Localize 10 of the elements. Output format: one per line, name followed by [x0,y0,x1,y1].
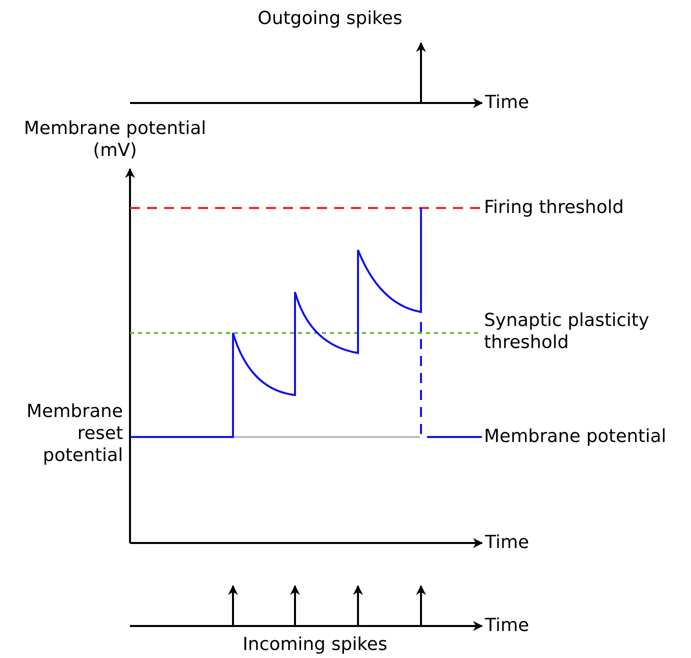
axis-title: Incoming spikes [242,634,388,656]
level-label: Membrane reset potential [26,401,123,467]
axis-label: Time [485,92,530,114]
axis-label: Time [485,615,530,637]
axis-title: Outgoing spikes [256,8,404,30]
line-label: Synaptic plasticity threshold [484,310,650,354]
line-label: Firing threshold [484,197,624,219]
axis-title: Membrane potential (mV) [22,118,208,162]
axis-label: Time [485,532,530,554]
line-label: Membrane potential [484,426,666,448]
